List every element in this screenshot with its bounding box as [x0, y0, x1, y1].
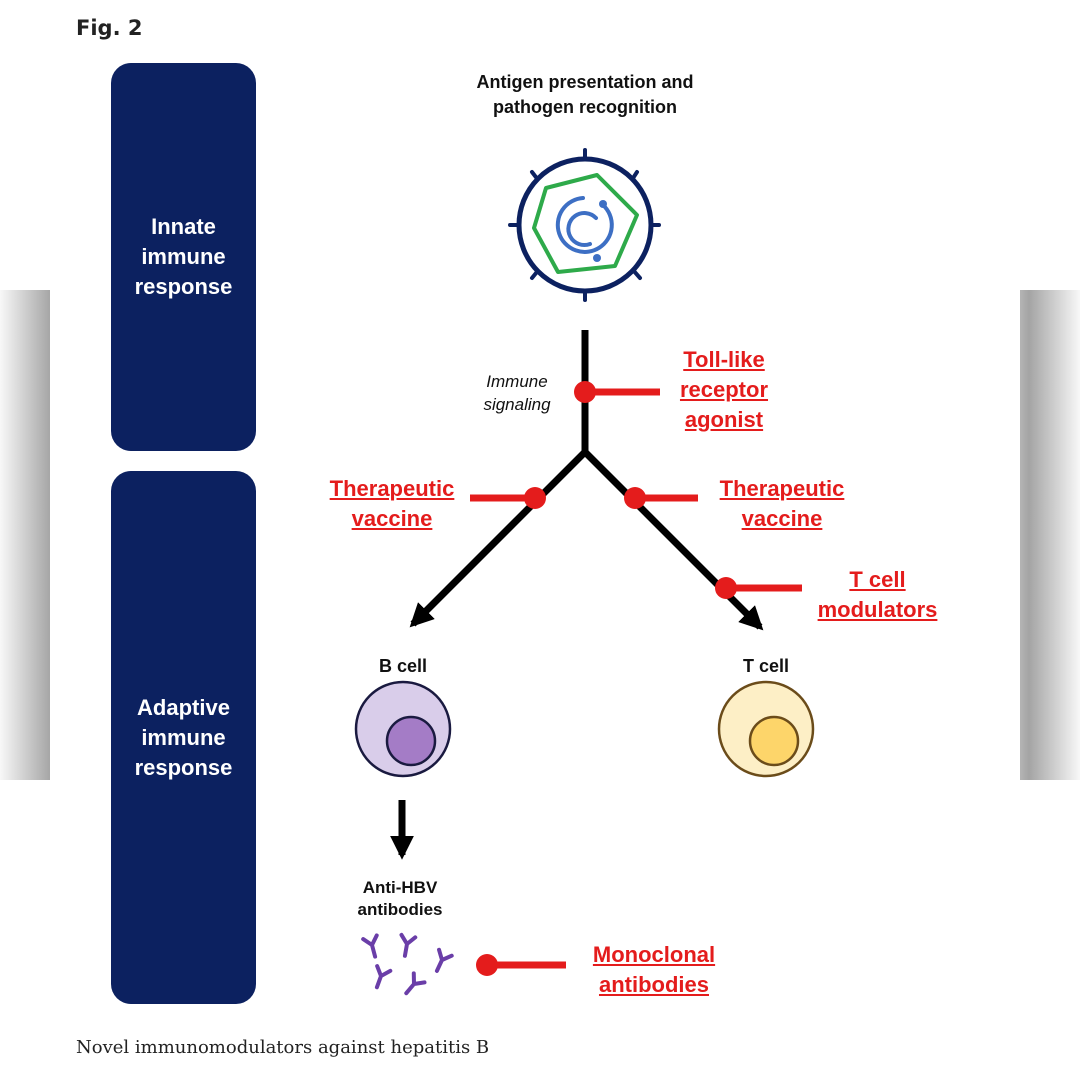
virus-particle-icon — [508, 148, 661, 302]
monoclonal-antibodies-label: Monoclonal antibodies — [592, 942, 716, 997]
immune-signaling-label: Immune signaling — [483, 372, 551, 414]
therapeutic-vaccine-t-label: Therapeutic vaccine — [719, 476, 845, 531]
innate-phase-label: Innate immune response — [134, 214, 233, 299]
b-cell-icon — [354, 680, 452, 778]
tlr-agonist-label: Toll-like receptor agonist — [679, 347, 769, 432]
antibodies-label: Anti-HBV antibodies — [357, 878, 443, 919]
arrow-to-b-cell — [409, 449, 588, 628]
tlr-agonist-inhibitor-mark — [574, 381, 660, 403]
innate-phase-bar: Innate immune response — [111, 63, 256, 451]
monoclonal-inhibitor-mark — [476, 954, 566, 976]
vaccine-t-inhibitor-mark — [624, 487, 698, 509]
figure-label: Fig. 2 — [76, 16, 143, 40]
therapeutic-vaccine-b-label: Therapeutic vaccine — [329, 476, 455, 531]
right-backdrop-shadow — [1020, 290, 1080, 780]
t-cell-icon — [717, 680, 815, 778]
t-cell-label: T cell — [742, 656, 790, 676]
adaptive-phase-label: Adaptive immune response — [134, 694, 233, 780]
figure-caption: Novel immunomodulators against hepatitis… — [76, 1037, 490, 1058]
b-cell-label: B cell — [378, 656, 428, 676]
t-cell-modulators-label: T cell modulators — [817, 567, 938, 622]
t-cell-modulator-inhibitor-mark — [715, 577, 802, 599]
vaccine-b-inhibitor-mark — [470, 487, 546, 509]
antigen-presentation-label: Antigen presentation and pathogen recogn… — [476, 72, 694, 117]
antibodies-icon — [361, 932, 454, 996]
adaptive-phase-bar: Adaptive immune response — [111, 471, 256, 1004]
